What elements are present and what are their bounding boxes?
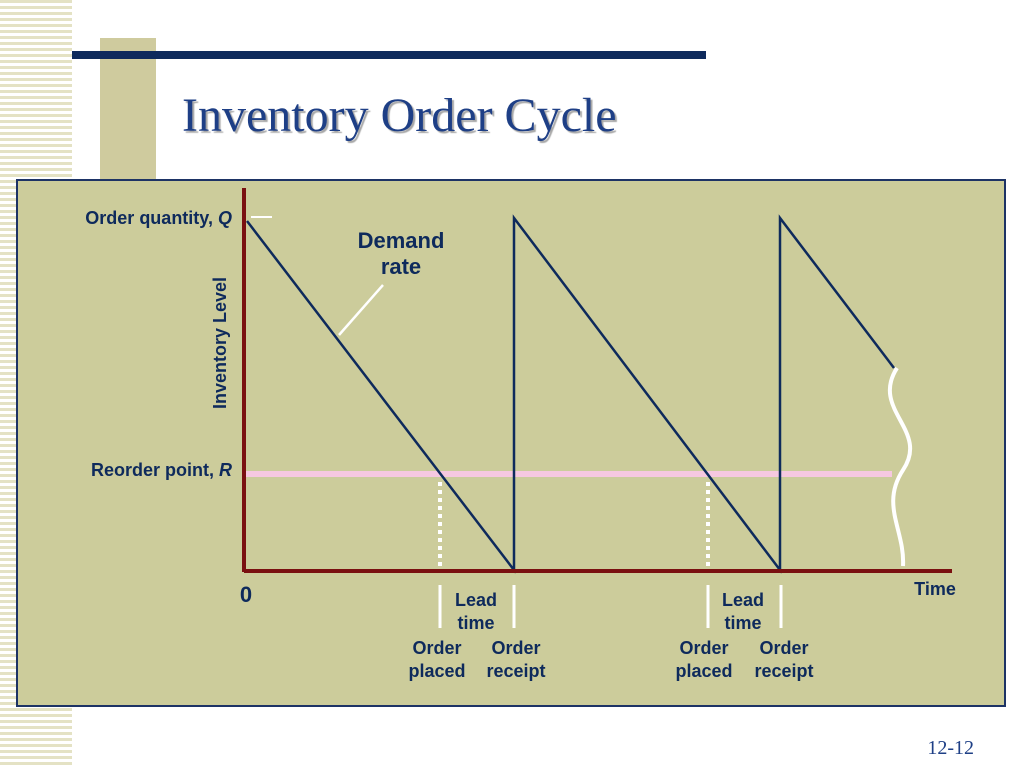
x-axis-label: Time <box>914 579 956 599</box>
title-rule <box>72 51 706 59</box>
demand-rate-label-line2: rate <box>381 254 421 279</box>
order-quantity-label: Order quantity, Q <box>85 208 232 228</box>
slide-title: Inventory Order Cycle <box>182 89 617 142</box>
origin-label: 0 <box>240 582 252 607</box>
inventory-level-line <box>246 214 895 574</box>
slide-number: 12-12 <box>927 737 974 759</box>
order-placed-label-line1: Order <box>412 638 461 658</box>
lead-time-label-line2: time <box>457 613 494 633</box>
order-receipt-label-line2: receipt <box>486 661 545 681</box>
y-axis-label: Inventory Level <box>210 277 230 409</box>
order-placed-label-line2: placed <box>408 661 465 681</box>
lead-time-label-line1: Lead <box>455 590 497 610</box>
decorative-tan-bar <box>100 38 156 188</box>
order-placed-label-line1: Order <box>679 638 728 658</box>
lead-time-label-line1: Lead <box>722 590 764 610</box>
order-receipt-label-line1: Order <box>759 638 808 658</box>
axis-break-icon <box>888 366 912 567</box>
diagram-panel <box>16 179 1006 707</box>
lead-time-label-line2: time <box>724 613 761 633</box>
demand-rate-pointer <box>338 284 384 336</box>
demand-rate-label-line1: Demand <box>358 228 445 253</box>
order-placed-label-line2: placed <box>675 661 732 681</box>
order-receipt-label-line2: receipt <box>754 661 813 681</box>
reorder-point-label: Reorder point, R <box>91 460 232 480</box>
order-receipt-label-line1: Order <box>491 638 540 658</box>
